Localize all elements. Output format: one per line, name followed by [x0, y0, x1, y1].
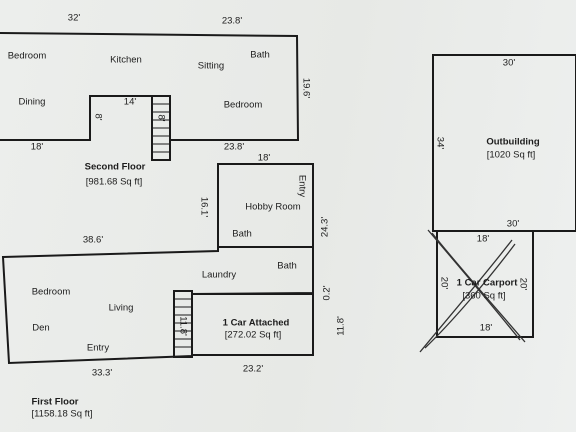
- ff-room-laundry: Laundry: [201, 269, 237, 281]
- ff-dim-bottom-right: 23.2': [242, 363, 264, 375]
- ff-room-entry-bottom: Entry: [86, 342, 110, 354]
- sf-room-bedroom-right: Bedroom: [223, 99, 263, 111]
- first-floor-outline: [1, 246, 314, 365]
- ff-dim-right-mid: 0.2': [321, 285, 333, 301]
- carport-outline: [436, 230, 534, 338]
- sf-dim-stair: 8': [155, 114, 167, 122]
- ff-room-bedroom: Bedroom: [31, 286, 71, 298]
- sf-dim-notch-width: 14': [123, 96, 137, 108]
- sf-dim-bottom-left: 18': [30, 141, 44, 153]
- sf-title: Second Floor: [84, 161, 146, 173]
- sf-room-bedroom-left: Bedroom: [7, 50, 47, 62]
- sf-dim-right-side: 19.6': [300, 77, 312, 99]
- ff-dim-hobby-top: 18': [257, 152, 271, 164]
- sf-dim-top-right: 23.8': [221, 15, 243, 27]
- carport-area: [360 Sq ft]: [462, 290, 506, 302]
- ff-dim-left-top: 38.6': [82, 234, 104, 246]
- carport-dim-right: 20': [517, 277, 529, 291]
- outbuilding-title: Outbuilding: [486, 136, 540, 148]
- carport-dim-bottom: 18': [479, 322, 493, 334]
- sf-room-kitchen: Kitchen: [110, 54, 142, 66]
- ff-dim-stair: 11.8': [177, 316, 189, 336]
- outbuilding-dim-top: 30': [502, 57, 516, 69]
- ff-dim-right-upper: 24.3': [319, 216, 331, 238]
- sf-room-bath: Bath: [250, 49, 270, 61]
- ff-area: [1158.18 Sq ft]: [31, 408, 93, 420]
- sf-dim-notch-depth: 8': [92, 113, 104, 121]
- ff-room-den: Den: [32, 322, 50, 334]
- ff-room-entry-right: Entry: [296, 174, 308, 198]
- outbuilding-dim-bottom: 30': [506, 218, 520, 230]
- sf-area: [981.68 Sq ft]: [85, 176, 143, 188]
- outbuilding-dim-left: 34': [434, 136, 446, 150]
- sf-room-dining: Dining: [18, 96, 46, 108]
- ff-room-living: Living: [108, 302, 134, 314]
- sf-room-sitting: Sitting: [197, 60, 225, 72]
- stair-treads: [152, 103, 192, 348]
- carport-dim-left: 20': [438, 276, 450, 290]
- sf-dim-bottom-right: 23.8': [223, 141, 245, 153]
- garage-title: 1 Car Attached: [222, 317, 290, 329]
- carport-cross-out-mark: [419, 229, 526, 353]
- carport-dim-top: 18': [476, 233, 490, 245]
- ff-dim-hobby-left: 16.1': [198, 196, 210, 218]
- ff-dim-bottom-left: 33.3': [91, 367, 113, 379]
- garage-area: [272.02 Sq ft]: [224, 329, 282, 341]
- carport-title: 1 Car Carport: [456, 277, 518, 289]
- ff-dim-right-lower: 11.8': [335, 316, 347, 336]
- ff-room-bath-lower: Bath: [277, 260, 297, 272]
- sf-dim-top-left: 32': [67, 12, 81, 24]
- ff-room-bath-upper: Bath: [232, 228, 252, 240]
- outbuilding-area: [1020 Sq ft]: [486, 149, 536, 161]
- ff-title: First Floor: [31, 396, 79, 408]
- ff-room-hobby: Hobby Room: [245, 201, 301, 213]
- first-floor-stair: [173, 290, 193, 358]
